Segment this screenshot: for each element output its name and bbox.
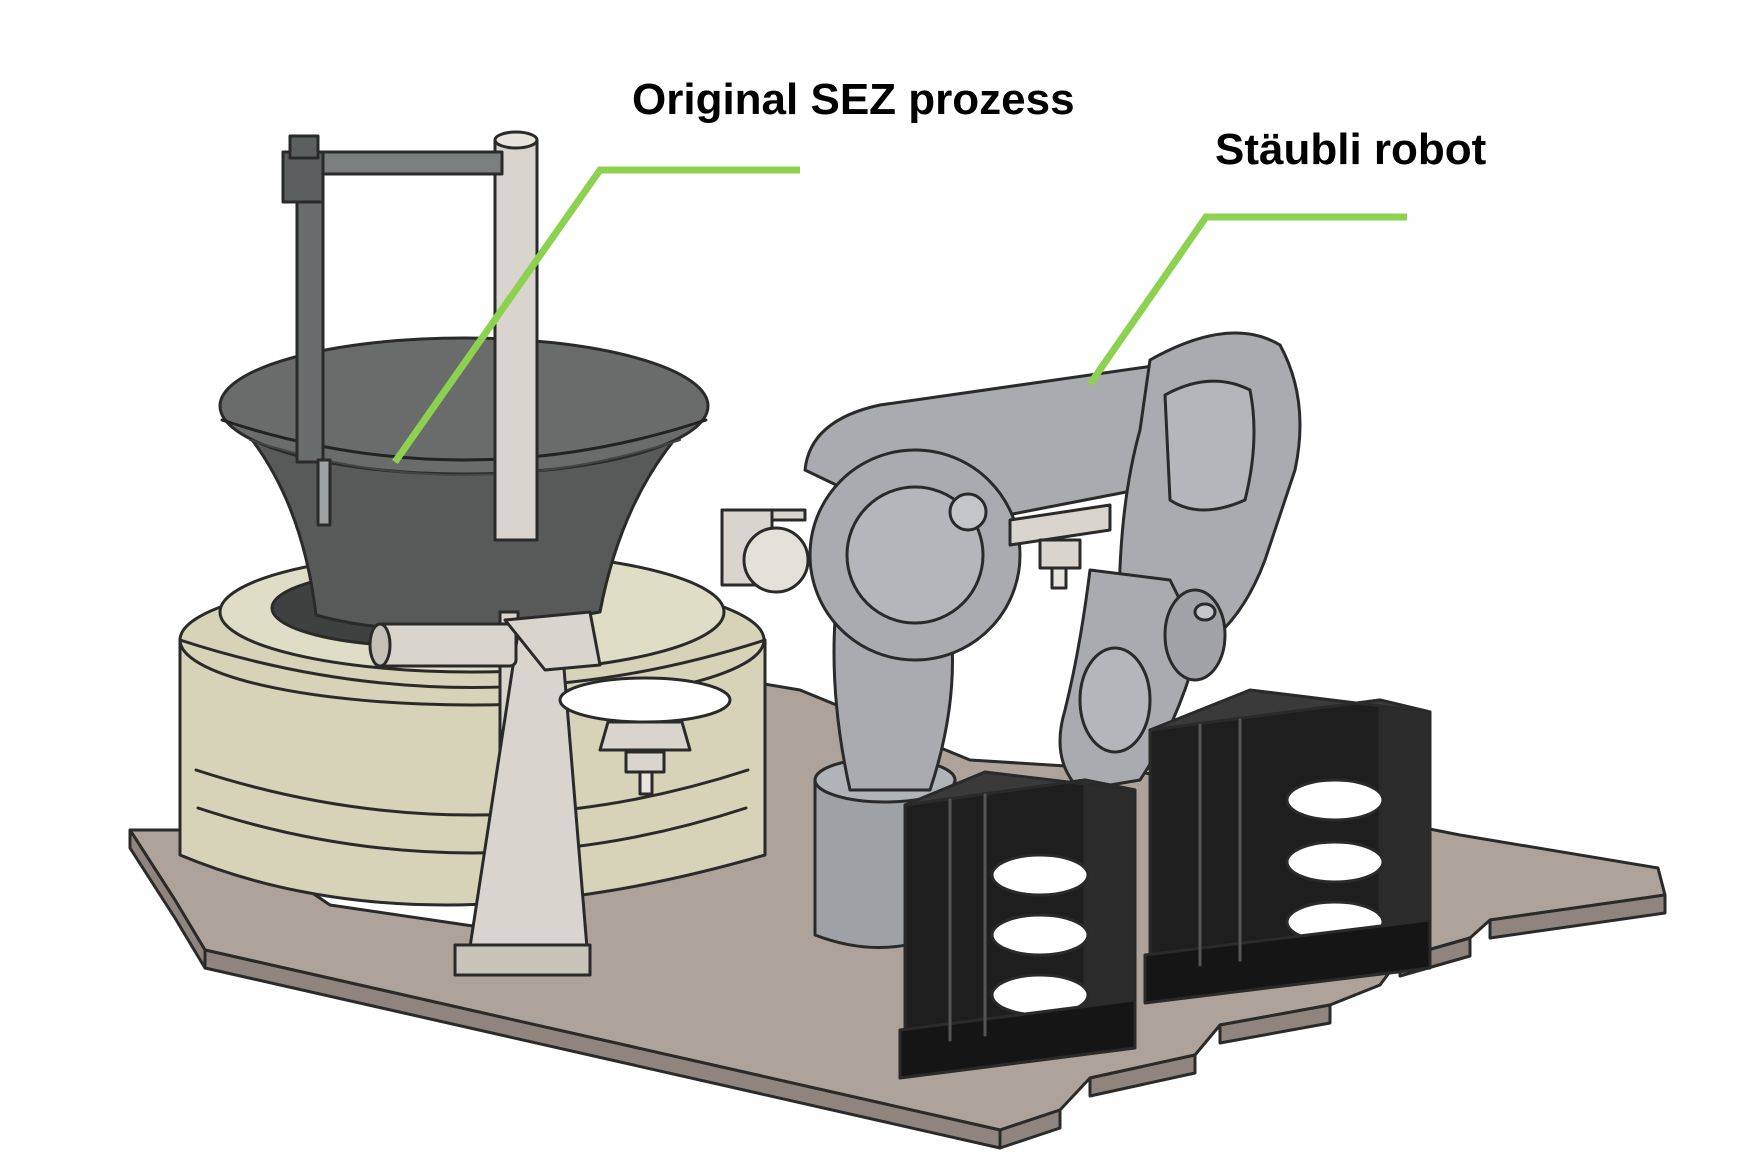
process-label: Original SEZ prozess [632,75,1075,124]
wafer-holder-back [1143,688,1432,1005]
process-leader-line [392,166,800,465]
wafer-chuck [368,610,732,977]
dispense-arm [281,130,539,542]
wafer-holder-front [898,770,1137,1080]
staubli-robot [720,331,1302,949]
robot-label: Stäubli robot [1215,125,1487,174]
process-bowl [218,336,710,631]
robot-leader-line [1087,213,1407,386]
